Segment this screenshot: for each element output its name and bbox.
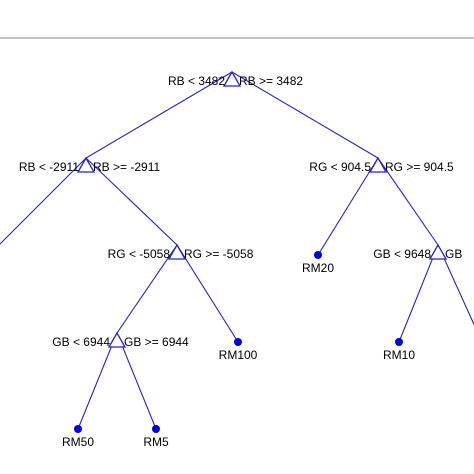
- split-condition-right: RG >= -5058: [184, 247, 254, 261]
- split-triangle-icon: [167, 243, 187, 260]
- split-triangle-icon: [428, 243, 448, 260]
- leaf-node: RM20: [302, 251, 334, 275]
- split-condition-left: GB < 9648: [373, 247, 431, 261]
- split-node: GB < 6944 GB >= 6944: [52, 331, 189, 349]
- tree-edge: [85, 157, 178, 246]
- split-condition-left: RG < 904.5: [309, 160, 371, 174]
- leaf-node: RM5: [143, 425, 169, 449]
- split-node: RB < -2911 RB >= -2911: [19, 156, 160, 174]
- leaf-node: RM100: [219, 338, 258, 362]
- split-node: GB < 9648 GB: [373, 243, 462, 261]
- split-condition-right: GB: [445, 247, 462, 261]
- split-condition-right: GB >= 6944: [124, 335, 189, 349]
- split-triangle-icon: [368, 156, 388, 173]
- leaf-label: RM10: [383, 348, 415, 362]
- tree-edge: [85, 71, 233, 159]
- tree-edge: [0, 157, 87, 245]
- leaf-label: RM100: [219, 348, 258, 362]
- leaf-dot-icon: [395, 338, 403, 346]
- split-node: RG < -5058 RG >= -5058: [108, 243, 254, 261]
- tree-edge: [398, 244, 439, 343]
- leaf-dot-icon: [314, 251, 322, 259]
- tree-edge: [231, 71, 379, 159]
- split-triangle-icon: [107, 331, 127, 348]
- tree-edge: [377, 157, 439, 246]
- split-triangle-icon: [222, 70, 242, 87]
- leaf-dot-icon: [74, 425, 82, 433]
- tree-edge: [176, 244, 239, 343]
- tree-edge: [116, 244, 178, 334]
- tree-edge: [77, 332, 118, 430]
- tree-edge: [317, 157, 379, 256]
- tree-edge: [116, 332, 157, 430]
- leaf-node: RM10: [383, 338, 415, 362]
- leaf-dot-icon: [152, 425, 160, 433]
- split-condition-right: RB >= -2911: [93, 160, 160, 174]
- leaf-dot-icon: [234, 338, 242, 346]
- leaf-label: RM5: [143, 435, 169, 449]
- leaf-node: RM50: [62, 425, 94, 449]
- split-condition-left: RG < -5058: [108, 247, 171, 261]
- leaf-label: RM50: [62, 435, 94, 449]
- split-node: RB < 3482 RB >= 3482: [168, 70, 303, 88]
- split-condition-left: RB < -2911: [19, 160, 79, 174]
- split-condition-right: RB >= 3482: [239, 74, 303, 88]
- split-triangle-icon: [76, 156, 96, 173]
- split-condition-right: RG >= 904.5: [385, 160, 454, 174]
- tree-edges: [0, 71, 474, 430]
- split-node: RG < 904.5 RG >= 904.5: [309, 156, 454, 174]
- tree-nodes: RB < 3482 RB >= 3482 RB < -2911 RB >= -2911…: [19, 70, 462, 449]
- split-condition-left: RB < 3482: [168, 74, 225, 88]
- split-condition-left: GB < 6944: [52, 335, 110, 349]
- leaf-label: RM20: [302, 261, 334, 275]
- tree-edge: [437, 244, 474, 326]
